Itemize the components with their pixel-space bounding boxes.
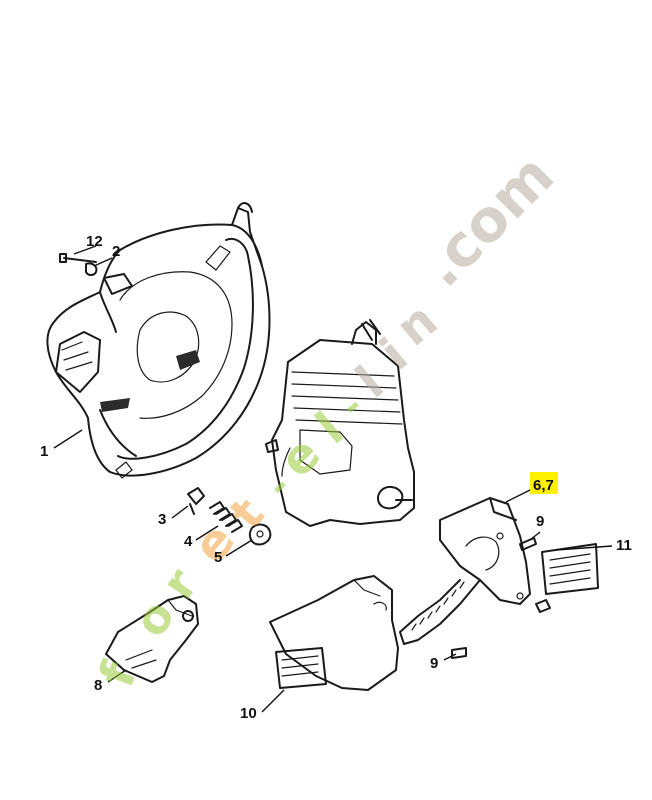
leader-lines: [53, 245, 613, 713]
label-11-part: [541, 543, 599, 595]
callout-8: 8: [94, 677, 102, 694]
screw-9a-part: [519, 537, 537, 551]
fan-housing-part: [46, 202, 271, 479]
callout-3: 3: [158, 511, 166, 528]
callout-9-lower: 9: [430, 655, 438, 672]
callout-highlight: [530, 472, 558, 494]
screw-12-part: [59, 253, 97, 263]
watermark-letter: t: [219, 488, 275, 540]
watermark-letter: o: [123, 591, 186, 645]
watermark: f o r e t - e l - l i n .com: [89, 141, 567, 694]
callout-1: 1: [40, 443, 48, 460]
screw-9c-part: [451, 647, 467, 659]
callouts: 12 2 1 3 4 5 6,7 9 11 9 8 10: [40, 233, 632, 722]
bracket-8-part: [105, 595, 199, 683]
watermark-letter: r: [151, 558, 208, 608]
nut-5-part: [248, 523, 272, 546]
cover-10-part: [269, 575, 399, 691]
handle-6-7-part: [399, 497, 531, 645]
spring-4-part: [209, 501, 243, 533]
callout-11: 11: [616, 537, 632, 554]
callout-9-upper: 9: [536, 513, 544, 530]
watermark-letter: -: [333, 386, 371, 427]
engine-block-part: [265, 319, 415, 527]
label-10-part: [275, 647, 327, 689]
fitting-3-part: [187, 487, 205, 515]
callout-4: 4: [184, 533, 193, 550]
callout-6-7: 6,7: [533, 477, 554, 494]
callout-5: 5: [214, 549, 222, 566]
watermark-domain: .com: [408, 141, 567, 300]
callout-12: 12: [86, 233, 103, 250]
screw-9b-part: [535, 599, 551, 613]
callout-2: 2: [112, 243, 120, 260]
callout-10: 10: [240, 705, 257, 722]
nut-2-part: [85, 262, 133, 295]
